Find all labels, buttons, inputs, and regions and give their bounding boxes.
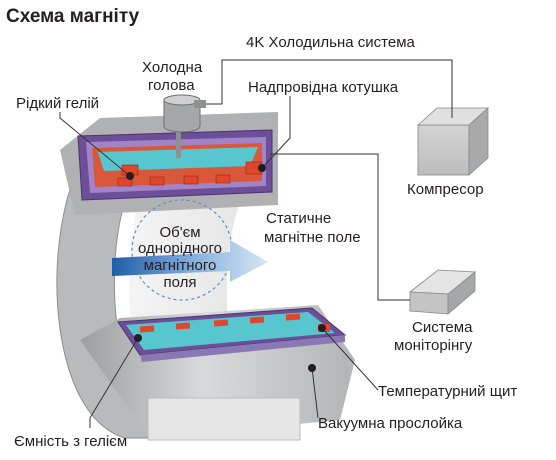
volume-label-3: магнітного: [144, 257, 217, 274]
static-field-label-2: магнітне поле: [264, 229, 361, 246]
cold-head-label-2: голова: [148, 77, 195, 94]
magnet-stand: [147, 397, 301, 441]
cryo-system-label: 4K Холодильна система: [246, 34, 416, 51]
leader-lines: [59, 59, 453, 428]
cold-head: [163, 94, 206, 158]
diagram-title: Схема магніту: [6, 6, 140, 27]
volume-label-4: поля: [163, 274, 196, 291]
monitoring-label-1: Система: [412, 319, 473, 336]
monitoring-box: [408, 269, 477, 315]
leader-dots: [126, 164, 326, 372]
compressor-label: Компресор: [407, 181, 484, 198]
cold-head-label-1: Холодна: [142, 59, 203, 76]
vacuum-layer-label: Вакуумна прослойка: [318, 415, 463, 432]
top-helium-vessel: [77, 129, 273, 201]
superconducting-coil-label: Надпровідна котушка: [248, 79, 399, 96]
helium-vessel-label: Ємність з гелієм: [14, 433, 127, 450]
volume-label-1: Об'єм: [159, 224, 200, 241]
static-field-arrow: [112, 240, 268, 282]
volume-label-2: однорідного: [138, 240, 222, 257]
static-field-label-1: Статичне: [266, 210, 331, 227]
thermal-shield-label: Температурний щит: [378, 383, 517, 400]
liquid-helium-label: Рідкий гелій: [16, 95, 99, 112]
monitoring-label-2: моніторінгу: [394, 337, 473, 354]
compressor-box: [416, 107, 490, 176]
bottom-helium-vessel: [117, 307, 347, 362]
